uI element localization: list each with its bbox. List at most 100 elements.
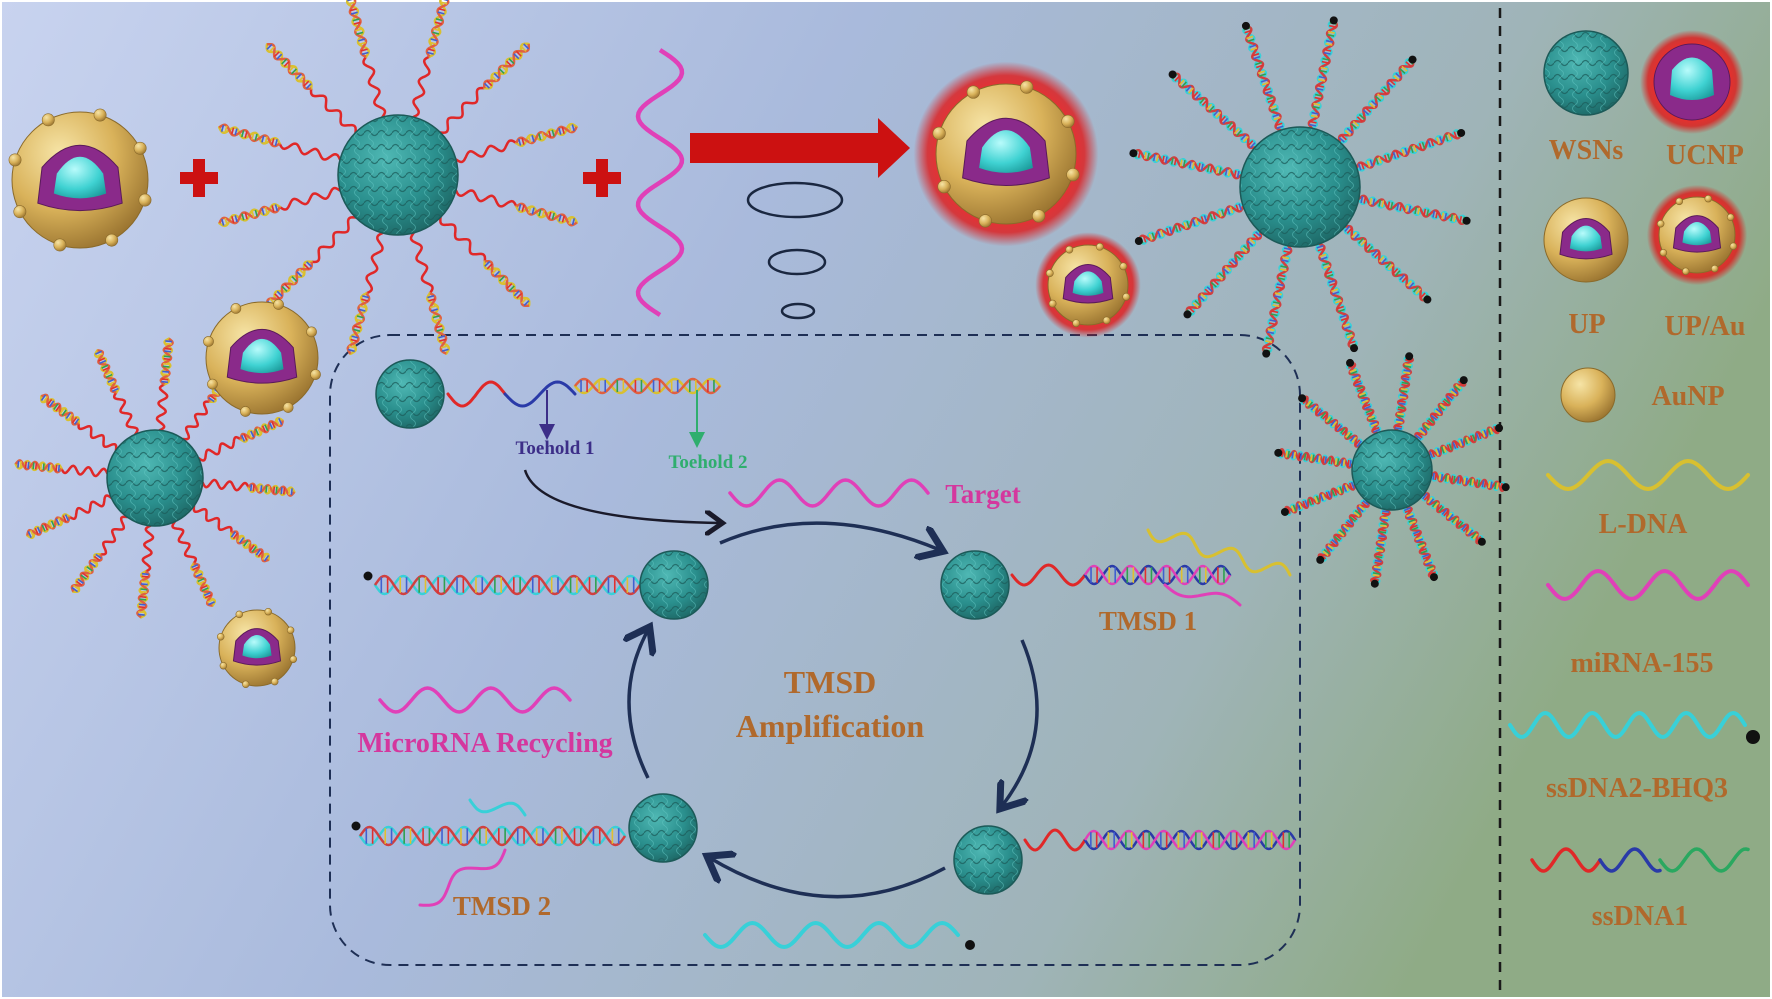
wsn-top-strand-ldna-rung (521, 297, 528, 304)
wsn-left-strand-ldna-rung (239, 537, 245, 544)
upau-glowing-small-aunp (1048, 299, 1057, 308)
wsn-top-strand-ldna-rung (274, 293, 281, 300)
wsn-top-strand-ldna-rung (254, 133, 258, 141)
wsn-midright-strand-duplex-rung (1319, 553, 1327, 560)
wsn-topright-strand-duplex-rung (1383, 154, 1388, 162)
wsn-left-strand-ldna-rung (204, 594, 212, 599)
wsn-topright-strand-duplex-rung (1216, 274, 1223, 281)
wsn-top-strand-ldna-rung (430, 308, 438, 312)
wsn-left-strand-ldna-rung (48, 521, 53, 529)
wsn-midright-strand-duplex-rung (1333, 535, 1341, 542)
wsn-topright-strand-duplex-rung (1275, 122, 1283, 127)
wsn-left-strand-ldna-rung (77, 578, 84, 584)
wsn-topright-strand-duplex-rung (1238, 203, 1243, 211)
wsn-topright-strand-duplex-rung (1399, 274, 1406, 281)
wsn-left-strand-ldna-rung (139, 598, 147, 601)
wsn-top-strand-ldna-rung (244, 131, 248, 139)
wsn-left-strand-ldna-rung (263, 554, 270, 562)
wsn-midright-texture (1353, 431, 1431, 509)
wsn-topright-strand-duplex-rung (1399, 203, 1403, 211)
wsn-top-strand-ldna-rung (348, 1, 356, 5)
wsn-top-strand-ldna-rung (571, 124, 575, 132)
wsn-topright-strand-duplex-rung (1268, 322, 1276, 326)
wsn-topright-strand-duplex-rung (1229, 206, 1234, 214)
wsn-topright-strand-duplex-strand-b (1307, 19, 1339, 129)
wsn-midright-strand-duplex-rung (1316, 455, 1319, 463)
wsn-topright-strand-duplex-rung (1206, 103, 1213, 110)
upau-glowing-large-aunp (1020, 80, 1034, 94)
bubble-small (780, 302, 816, 320)
wsn-midright-strand-duplex-rung (1362, 500, 1369, 506)
wsn-left-strand-ldna-rung (206, 598, 214, 604)
wsn-midright-strand-duplex-rung (1432, 472, 1435, 480)
wsn-midright-strand-duplex-rung (1349, 435, 1356, 442)
wsn-left-strand-ldna-rung (268, 422, 274, 430)
legend-upau-icon-aunp (1656, 220, 1665, 228)
wsn-top-center (337, 114, 459, 236)
recycled-quencher (363, 571, 373, 581)
wsn-midright-strand-duplex-rung (1457, 476, 1460, 484)
wsn-midright-strand-duplex-rung (1349, 460, 1352, 468)
wsn-topright-strand-quencher (1423, 295, 1432, 304)
wsn-midright-strand-duplex-rung (1310, 497, 1315, 505)
wsn-top-strand-ldna (483, 42, 531, 90)
wsn-top-strand-ldna-rung (498, 67, 505, 75)
legend-upau-icon-aunp (1726, 213, 1735, 221)
legend-upau-icon-core (1682, 222, 1712, 246)
wsn-midright-strand-duplex-rung (1428, 498, 1435, 505)
wsn-midright-strand-duplex-rung (1483, 480, 1487, 488)
wsn-midright-strand-duplex-rung (1436, 504, 1443, 512)
cycle-arrow-bottom (710, 858, 946, 899)
wsn-top-strand-ldna-rung (427, 294, 435, 299)
wsn-left-strand-ldna-rung (254, 428, 260, 436)
wsn-midright-strand-duplex-rung (1320, 411, 1327, 419)
up-nanoparticle-topleft (8, 108, 152, 252)
wsn-midright-strand-duplex-rung (1433, 502, 1440, 509)
wsn-top-strand-ldna-rung (358, 38, 366, 42)
wsn-midright-strand-duplex-rung (1458, 439, 1463, 447)
wsn-left-strand-red (201, 478, 250, 492)
wsn-left-strand-ldna-rung (165, 340, 173, 343)
wsn-topright-strand-duplex-rung (1313, 102, 1321, 106)
wsn-topright-strand-duplex-rung (1417, 207, 1421, 215)
up-nanoparticle-mid-aunp (273, 299, 284, 310)
wsn-left-strand-ldna (239, 416, 284, 443)
wsn-top-strand-ldna-rung (220, 124, 225, 132)
wsn-topright-strand-duplex (1137, 202, 1245, 245)
wsn-top-strand-ldna-rung (290, 68, 298, 75)
wsn-midright-strand-duplex-rung (1354, 380, 1362, 385)
wsn-topright-strand-duplex-rung (1188, 306, 1195, 313)
wsn-left-strand-ldna-rung (47, 463, 50, 471)
tmsd1-ldna-leaving (1146, 528, 1292, 577)
start-blue (503, 380, 577, 408)
wsn-top-strand-ldna-rung (548, 211, 552, 219)
wsn-top-strand-ldna (346, 292, 371, 356)
up-nanoparticle-topleft-aunp (53, 238, 67, 252)
wsn-midright-strand-duplex-rung (1431, 500, 1438, 508)
wsn-topright-strand-duplex-rung (1329, 282, 1337, 287)
wsn-topright-strand-quencher (1183, 310, 1192, 319)
incoming-ssdna2 (703, 920, 960, 950)
wsn-midright-strand-duplex-rung (1356, 440, 1362, 447)
wsn-left-strand-ldna-rung (141, 575, 149, 578)
up-nanoparticle-small-aunp (219, 662, 228, 670)
tmsd2-label: TMSD 2 (453, 891, 551, 921)
wsn-left-strand-ldna-rung (27, 461, 30, 469)
wsn-topright-strand-duplex-rung (1387, 264, 1394, 271)
wsn-top-strand-ldna-rung (491, 75, 498, 82)
wsn-midright-strand-duplex-rung (1456, 520, 1462, 527)
wsn-topright-strand-duplex-rung (1447, 133, 1452, 141)
wsn-top-strand-ldna-rung (348, 345, 356, 349)
wsn-left-strand-red (141, 524, 155, 573)
wsn-topright-strand-duplex-rung (1408, 205, 1412, 213)
wsn-top-strand-ldna-rung (541, 132, 545, 140)
wsn-midright-strand-duplex-rung (1396, 412, 1405, 416)
wsn-midright-strand-duplex-rung (1371, 578, 1379, 581)
wsn-midright-strand-duplex-rung (1354, 509, 1362, 516)
wsn-topright-strand-duplex-rung (1340, 134, 1347, 141)
wsn-top-strand-red (362, 55, 387, 119)
wsn-left-strand-ldna-strand-b (70, 553, 103, 593)
tmsd2-duplex-strand-b (358, 825, 627, 847)
toehold2-label: Toehold 2 (668, 452, 747, 473)
wsn-topright-strand-duplex-rung (1170, 157, 1174, 165)
